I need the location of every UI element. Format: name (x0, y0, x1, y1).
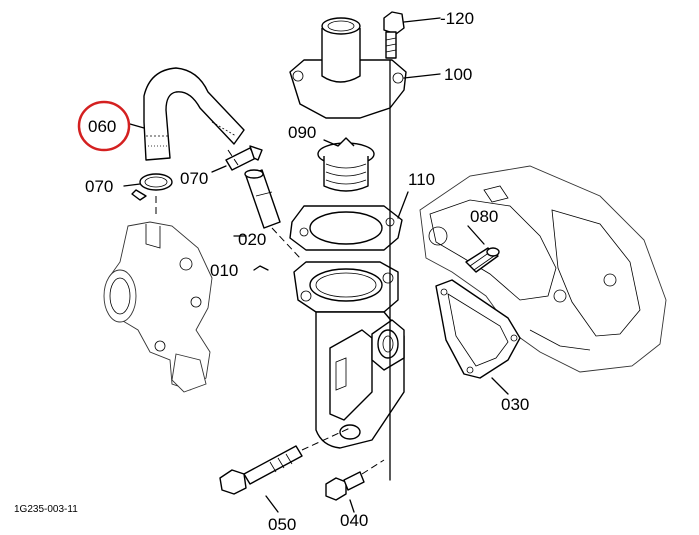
hose-clamp-070-left (131, 173, 173, 201)
callout-050: 050 (268, 515, 296, 534)
thermostat-housing-010 (293, 261, 405, 449)
callout-060: 060 (88, 117, 116, 136)
engine-block (419, 165, 667, 373)
thermostat-cover-100 (289, 17, 407, 119)
callout-080: 080 (470, 207, 498, 226)
figure-code: 1G235-003-11 (14, 504, 78, 515)
callout-070-right: 070 (180, 169, 208, 188)
thermostat-090 (317, 137, 375, 192)
gasket-110 (289, 205, 403, 251)
callout-090: 090 (288, 123, 316, 142)
callout-110: 110 (408, 170, 435, 189)
bypass-hose-060 (143, 67, 245, 161)
water-pump-illustration (103, 221, 213, 393)
callout-120: -120 (440, 9, 474, 28)
bolt-040 (325, 471, 365, 501)
plug-080 (465, 247, 500, 273)
pipe-020 (244, 169, 281, 229)
callout-070-left: 070 (85, 177, 113, 196)
gasket-030 (435, 279, 521, 379)
callout-020: 020 (238, 230, 266, 249)
callout-010: 010 (210, 261, 238, 280)
hose-clamp-070-right (225, 145, 263, 171)
bolt-050 (219, 445, 303, 495)
callout-100: 100 (444, 65, 472, 84)
highlight-circle (77, 100, 131, 152)
callout-040: 040 (340, 511, 368, 530)
bolt-120 (383, 11, 405, 59)
callout-030: 030 (501, 395, 529, 414)
